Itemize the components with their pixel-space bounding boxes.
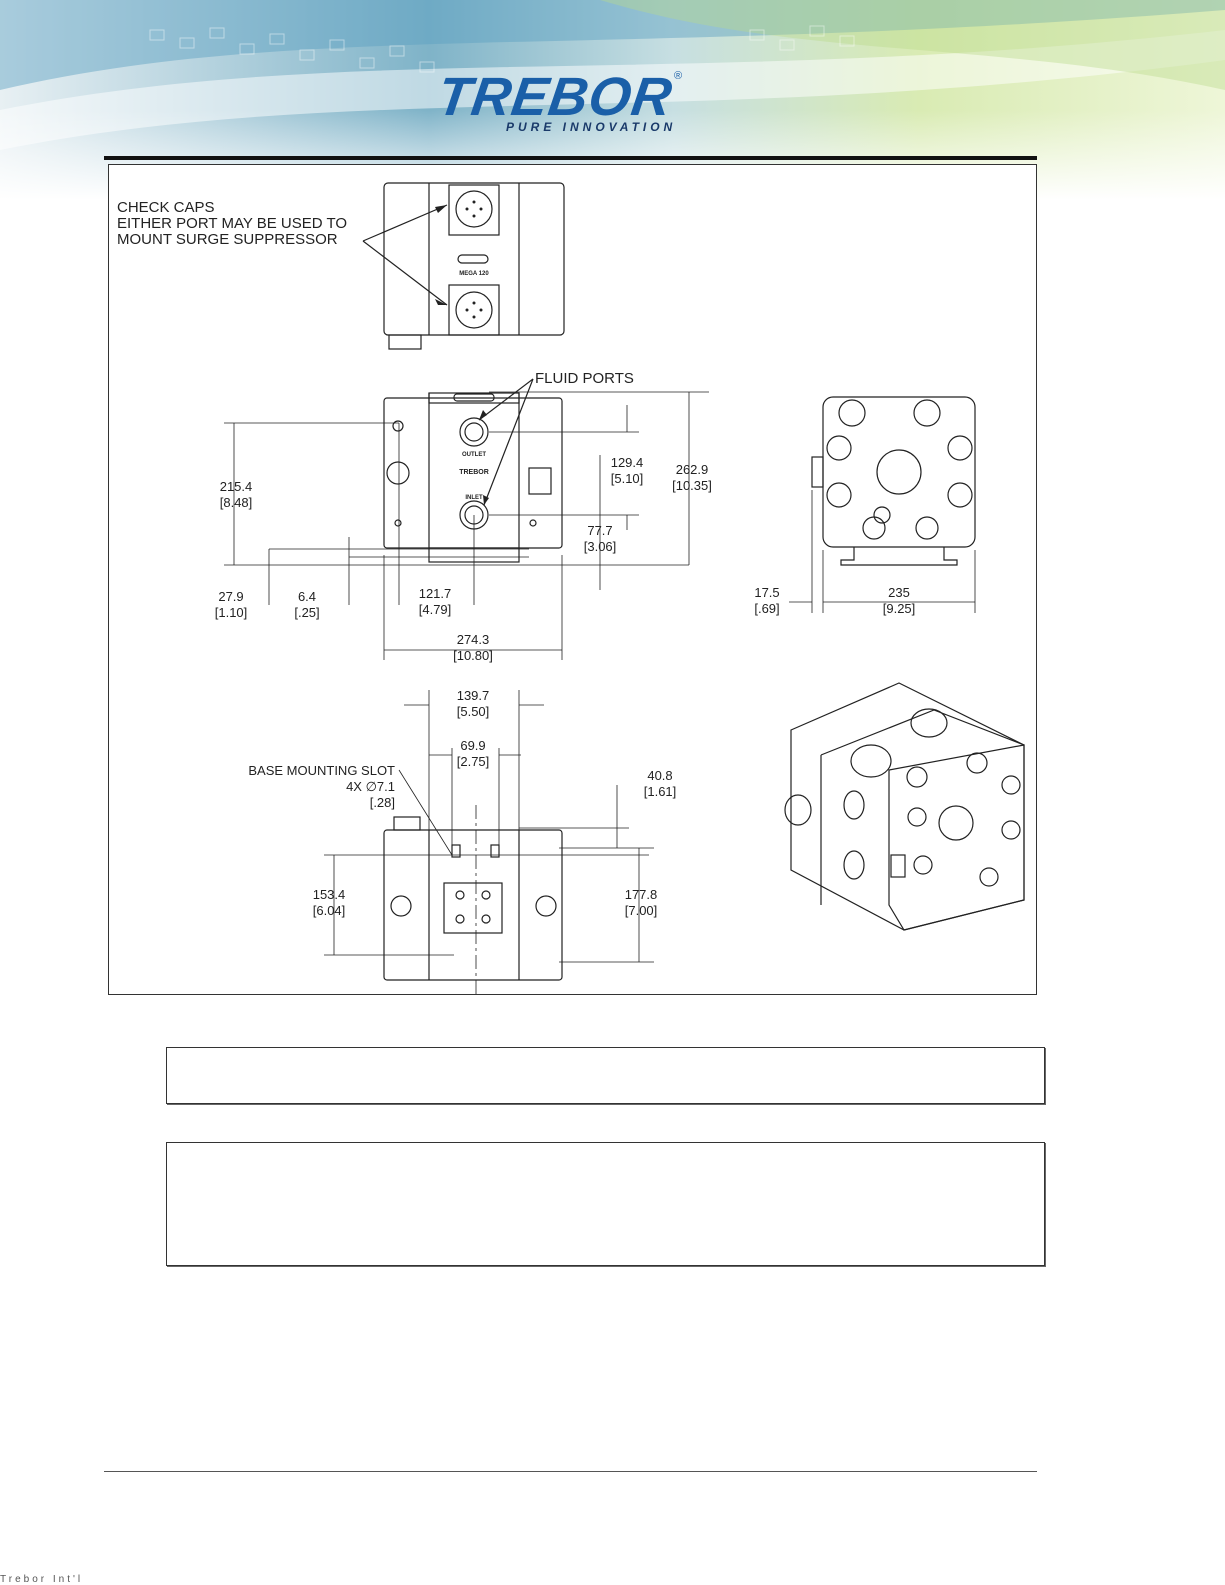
drawing-linework — [224, 182, 1025, 995]
part-label-brand: TREBOR — [459, 469, 489, 476]
dim-40-8: 40.8[1.61] — [643, 768, 677, 799]
dim-139-7: 139.7[5.50] — [456, 688, 490, 719]
dim-17-5: 17.5[.69] — [754, 585, 780, 616]
dim-177-8: 177.8[7.00] — [624, 887, 658, 918]
check-caps-note-1: EITHER PORT MAY BE USED TO — [117, 215, 348, 232]
part-label-model: MEGA 120 — [459, 271, 489, 277]
base-slot-callout: BASE MOUNTING SLOT 4X ∅7.1 [.28] — [235, 763, 395, 811]
dim-235: 235[9.25] — [882, 585, 916, 616]
header-rule — [104, 156, 1037, 160]
base-slot-size: 4X ∅7.1 — [346, 779, 395, 794]
dim-215-4: 215.4[8.48] — [219, 479, 253, 510]
base-slot-title: BASE MOUNTING SLOT — [248, 763, 395, 778]
dim-27-9: 27.9[1.10] — [214, 589, 248, 620]
dim-153-4: 153.4[6.04] — [312, 887, 346, 918]
part-label-outlet: OUTLET — [462, 452, 486, 458]
fluid-ports-callout: FLUID PORTS — [535, 370, 634, 387]
front-view — [383, 392, 563, 563]
dim-77-7: 77.7[3.06] — [583, 523, 617, 554]
dim-129-4: 129.4[5.10] — [610, 455, 644, 486]
top-view — [383, 182, 565, 350]
check-caps-callout: CHECK CAPS EITHER PORT MAY BE USED TO MO… — [117, 200, 347, 248]
dim-262-9: 262.9[10.35] — [672, 462, 712, 493]
registered-mark: ® — [674, 70, 683, 82]
isometric-view — [784, 682, 1025, 931]
header-background — [0, 0, 1225, 200]
part-label-inlet: INLET — [465, 495, 483, 501]
dim-69-9: 69.9[2.75] — [456, 738, 490, 769]
side-view — [811, 396, 976, 566]
footer-text: Trebor Int'l — [0, 1574, 84, 1585]
dim-121-7: 121.7[4.79] — [418, 586, 452, 617]
content-box-2 — [166, 1142, 1045, 1266]
logo-wordmark: TREBOR — [433, 67, 677, 127]
logo-tagline: PURE INNOVATION — [506, 120, 677, 134]
dim-6-4: 6.4[.25] — [294, 589, 320, 620]
bottom-view — [383, 816, 563, 981]
content-box-1 — [166, 1047, 1045, 1104]
footer-rule — [104, 1471, 1037, 1472]
check-caps-title: CHECK CAPS — [117, 199, 215, 216]
dim-274-3: 274.3[10.80] — [453, 632, 493, 663]
check-caps-note-2: MOUNT SURGE SUPPRESSOR — [117, 231, 338, 248]
trebor-logo: TREBOR ® PURE INNOVATION — [434, 67, 708, 140]
base-slot-size-in: [.28] — [369, 795, 395, 810]
dimension-drawing: CHECK CAPS EITHER PORT MAY BE USED TO MO… — [108, 164, 1037, 995]
